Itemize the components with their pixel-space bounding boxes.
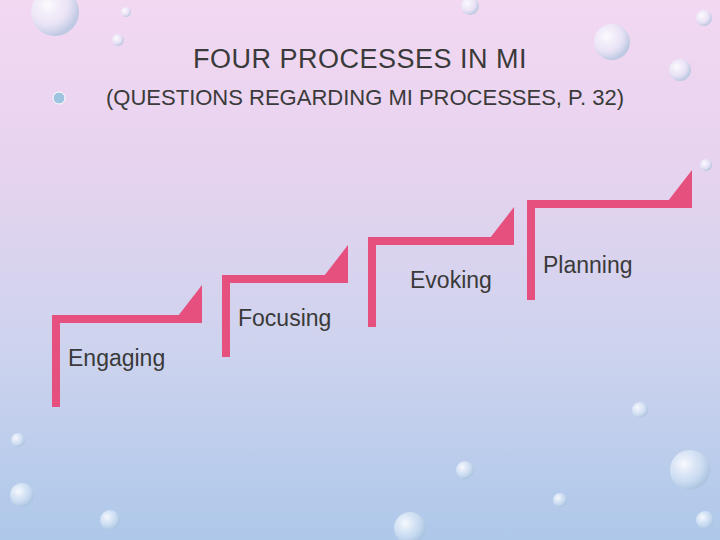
slide-subtitle: (QUESTIONS REGARDING MI PROCESSES, P. 32… (70, 84, 660, 111)
step-corner (490, 207, 514, 238)
bullet-dot (53, 92, 65, 104)
step-bracket: Planning (527, 200, 692, 300)
step-label: Engaging (68, 345, 165, 372)
step-label: Planning (543, 252, 633, 279)
slide-title: FOUR PROCESSES IN MI (40, 44, 680, 75)
step-label: Evoking (410, 267, 492, 294)
bubble (10, 0, 714, 540)
step-corner (324, 245, 348, 276)
step-label: Focusing (238, 305, 331, 332)
step-corner (178, 285, 202, 316)
step-bracket: Evoking (368, 237, 514, 327)
step-corner (668, 170, 692, 201)
step-bracket: Focusing (222, 275, 348, 357)
step-bracket: Engaging (52, 315, 202, 407)
